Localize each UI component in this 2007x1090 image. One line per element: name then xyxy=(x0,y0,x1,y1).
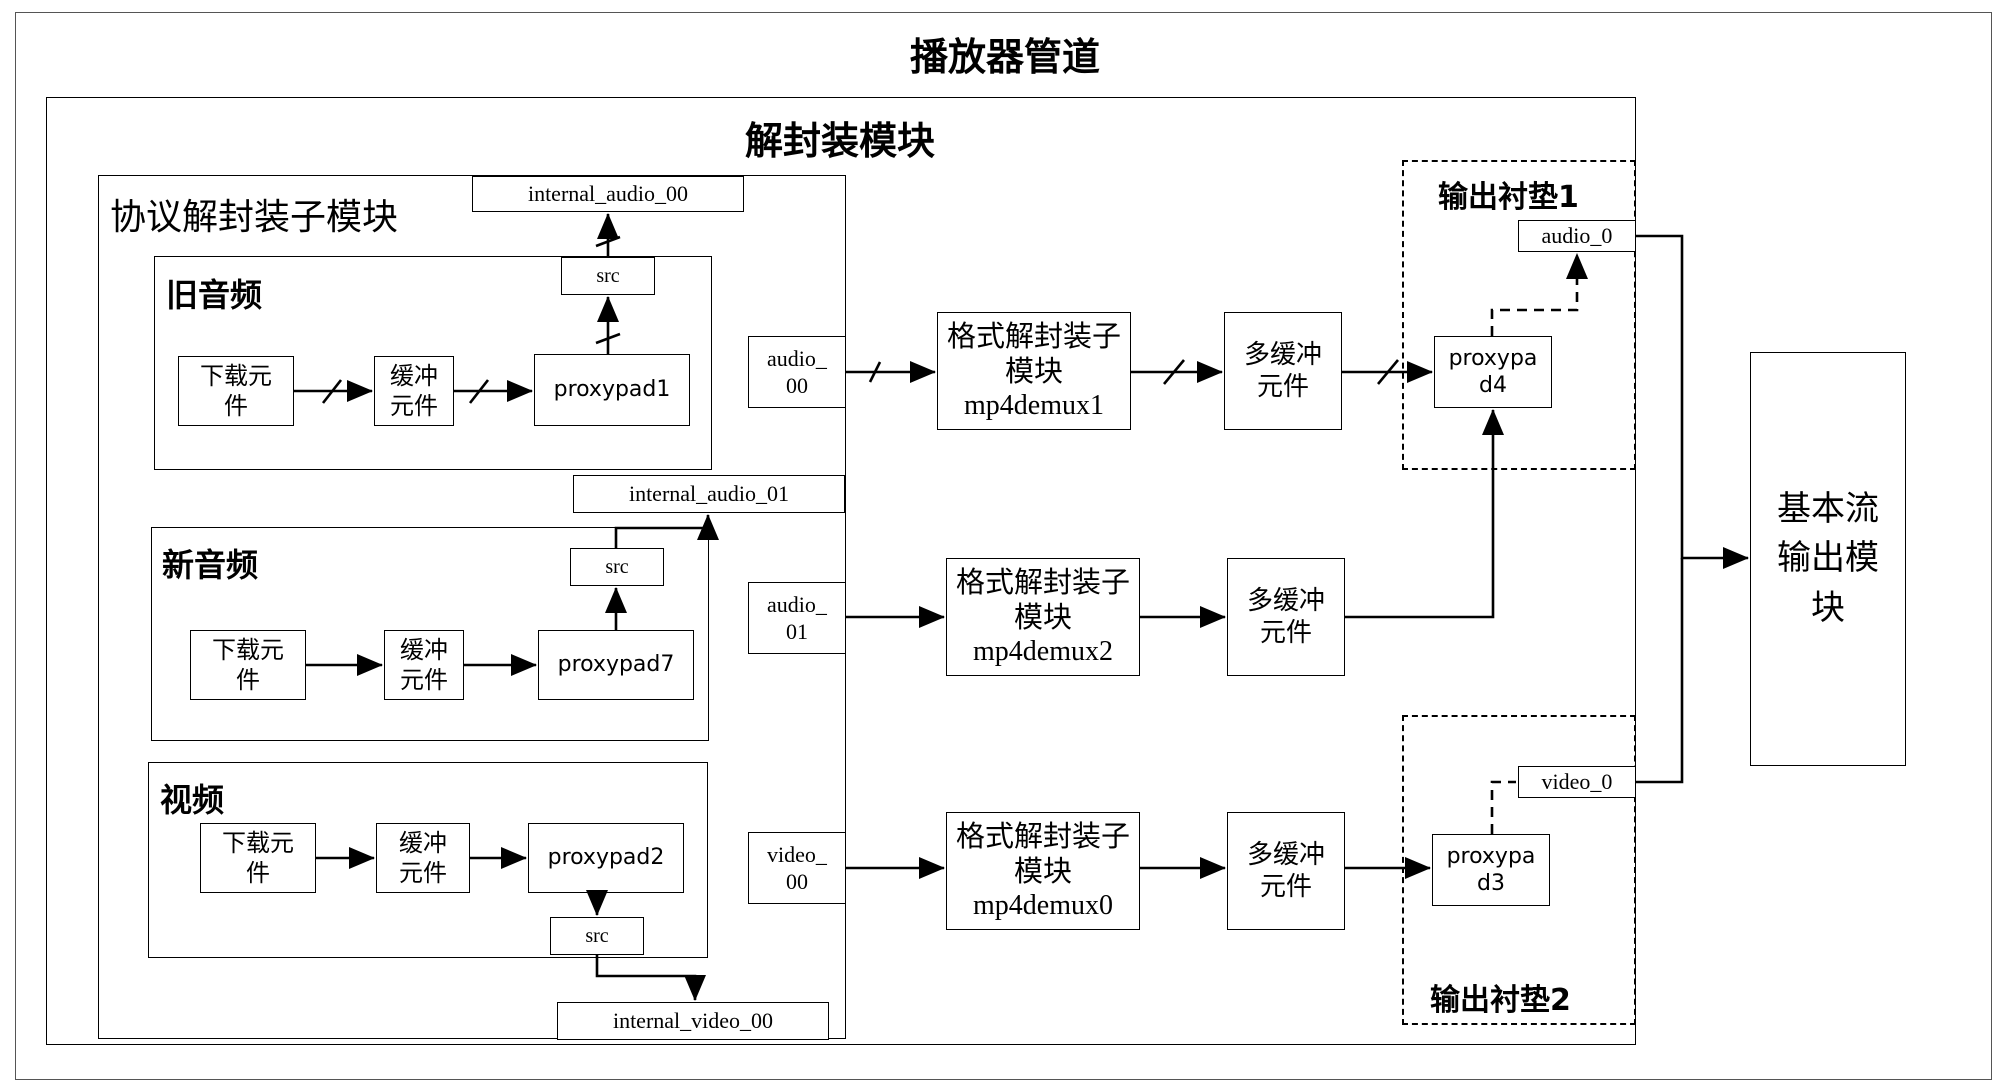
output-pad-2-frame xyxy=(1402,715,1636,1025)
slash-mark xyxy=(595,332,621,345)
video-group xyxy=(148,762,708,958)
demux-module-title: 解封装模块 xyxy=(745,119,936,163)
video-download-element: 下载元件 xyxy=(200,823,316,893)
new-audio-download-element: 下载元件 xyxy=(190,630,306,700)
player-pipeline-frame xyxy=(15,12,1992,1080)
pipeline-title: 播放器管道 xyxy=(910,35,1101,79)
arrow-src-to-internal-audio-01 xyxy=(614,514,719,548)
line-video-0-to-es-output xyxy=(1636,558,1684,784)
demux-module-frame xyxy=(46,97,1636,1045)
format-demux-name: mp4demux1 xyxy=(964,390,1104,422)
new-audio-group xyxy=(151,527,709,741)
arrow-src-to-internal-video-00 xyxy=(595,955,706,1001)
old-audio-download-element: 下载元件 xyxy=(178,356,294,426)
video-00-pad: video_00 xyxy=(748,832,846,904)
multiqueue-2: 多缓冲元件 xyxy=(1227,558,1345,676)
arrow-proxypad4-to-audio-0 xyxy=(1490,253,1588,336)
internal-audio-00-pad: internal_audio_00 xyxy=(472,176,744,212)
new-audio-src-pad: src xyxy=(570,548,664,586)
arrow-multiqueue-2-to-proxypad4 xyxy=(1345,409,1504,619)
video-title: 视频 xyxy=(160,781,225,819)
old-audio-src-pad: src xyxy=(561,257,655,295)
slash-mark xyxy=(868,361,882,383)
format-demux-label: 格式解封装子模块 xyxy=(946,318,1121,388)
audio-0-output-pad: audio_0 xyxy=(1518,220,1636,252)
old-audio-title: 旧音频 xyxy=(166,276,263,314)
audio-01-pad: audio_01 xyxy=(748,582,846,654)
format-demux-mp4demux0: 格式解封装子模块 mp4demux0 xyxy=(946,812,1140,930)
proxypad1: proxypad1 xyxy=(534,354,690,426)
proxypad4: proxypad4 xyxy=(1434,336,1552,408)
old-audio-group xyxy=(154,256,712,470)
new-audio-title: 新音频 xyxy=(162,546,259,584)
slash-mark xyxy=(321,379,343,404)
output-pad-2-title: 输出衬垫2 xyxy=(1430,983,1571,1018)
protocol-submodule-title: 协议解封装子模块 xyxy=(110,197,399,238)
slash-mark xyxy=(1163,359,1185,385)
slash-mark xyxy=(1377,359,1399,385)
proxypad3: proxypad3 xyxy=(1432,834,1550,906)
video-0-output-pad: video_0 xyxy=(1518,766,1636,798)
arrow-audio-0-to-es-output xyxy=(1636,234,1749,569)
new-audio-buffer-element: 缓冲元件 xyxy=(384,630,464,700)
proxypad7: proxypad7 xyxy=(538,630,694,700)
multiqueue-3: 多缓冲元件 xyxy=(1227,812,1345,930)
audio-00-pad: audio_00 xyxy=(748,336,846,408)
format-demux-name: mp4demux2 xyxy=(973,636,1113,668)
output-pad-1-title: 输出衬垫1 xyxy=(1438,180,1579,215)
old-audio-buffer-element: 缓冲元件 xyxy=(374,356,454,426)
es-output-module: 基本流输出模块 xyxy=(1750,352,1906,766)
format-demux-label: 格式解封装子模块 xyxy=(955,564,1130,634)
slash-mark xyxy=(595,235,621,248)
multiqueue-1: 多缓冲元件 xyxy=(1224,312,1342,430)
internal-audio-01-pad: internal_audio_01 xyxy=(573,475,845,513)
format-demux-name: mp4demux0 xyxy=(973,890,1113,922)
format-demux-mp4demux1: 格式解封装子模块 mp4demux1 xyxy=(937,312,1131,430)
slash-mark xyxy=(468,379,490,404)
output-pad-1-frame xyxy=(1402,160,1636,470)
video-src-pad: src xyxy=(550,917,644,955)
format-demux-mp4demux2: 格式解封装子模块 mp4demux2 xyxy=(946,558,1140,676)
proxypad2: proxypad2 xyxy=(528,823,684,893)
line-proxypad3-to-video-0 xyxy=(1490,780,1516,834)
internal-video-00-pad: internal_video_00 xyxy=(557,1002,829,1040)
video-buffer-element: 缓冲元件 xyxy=(376,823,470,893)
format-demux-label: 格式解封装子模块 xyxy=(955,818,1130,888)
